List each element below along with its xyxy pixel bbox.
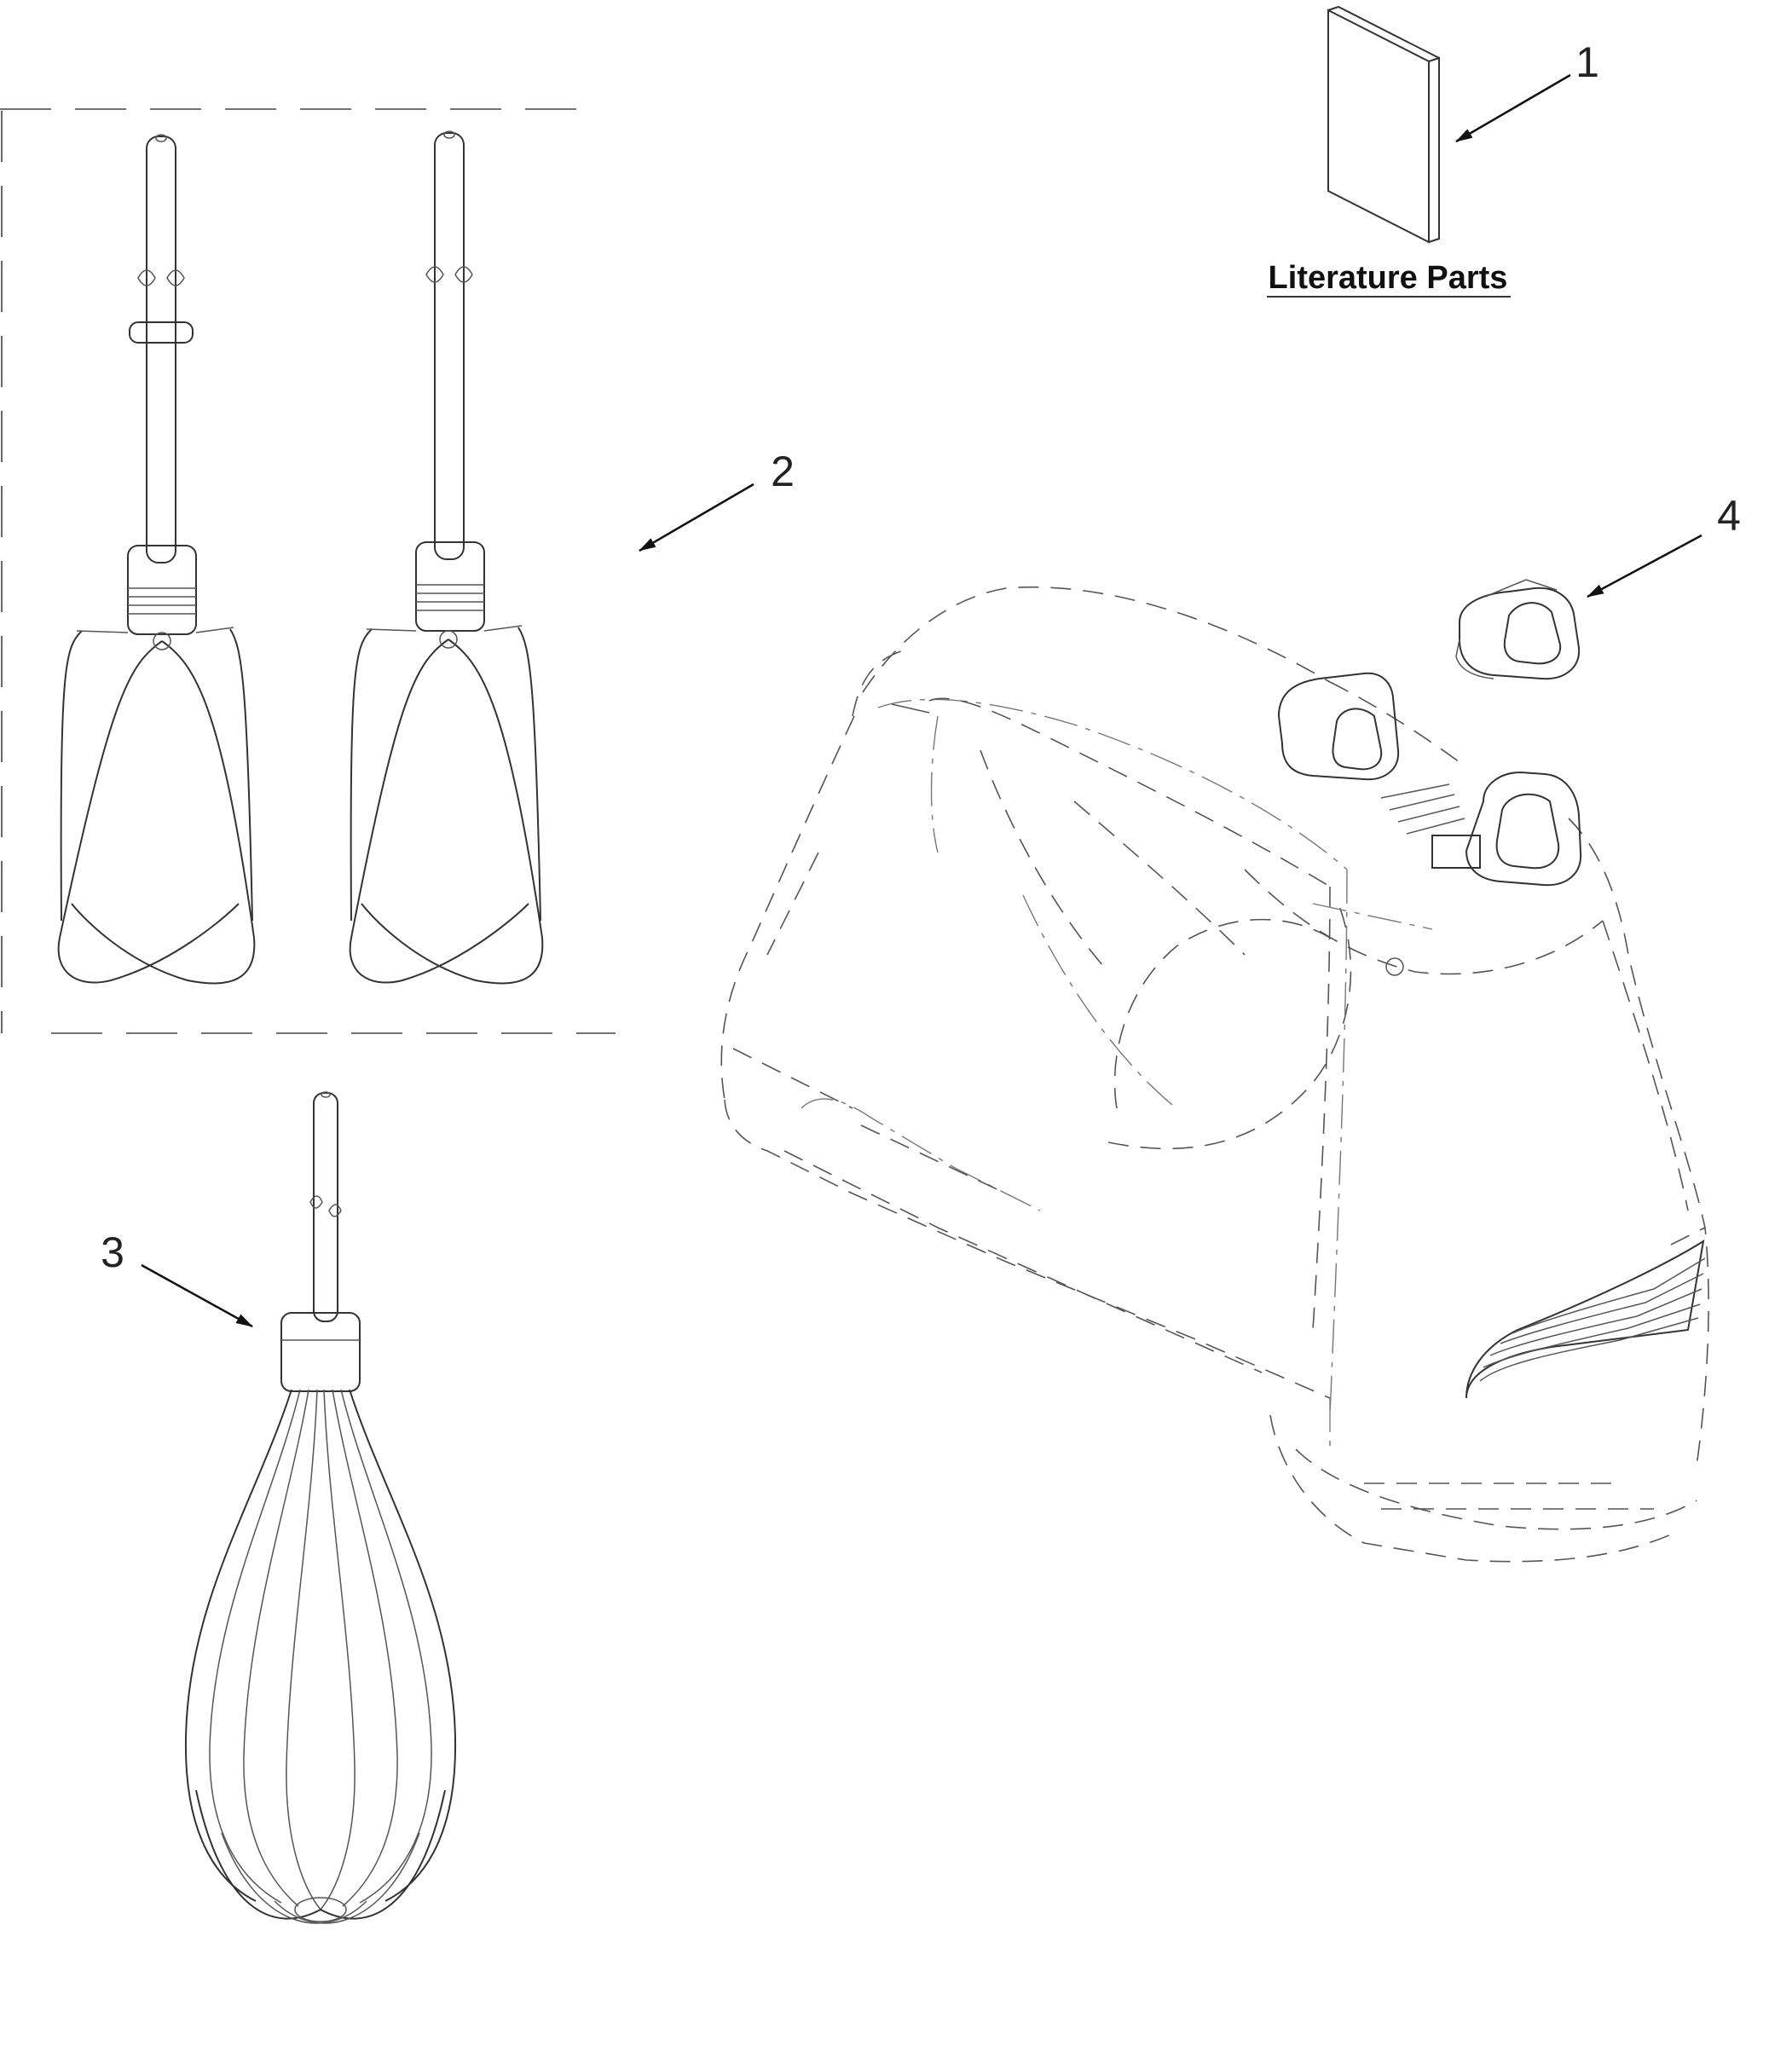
callout-3-number: 3 <box>101 1228 124 1276</box>
callout-1-arrow <box>1455 73 1571 143</box>
callout-2-arrow <box>639 483 754 552</box>
beater-left <box>57 134 256 985</box>
callout-2-number: 2 <box>771 448 795 495</box>
callout-3-arrow <box>141 1263 253 1328</box>
whisk <box>184 1091 457 1924</box>
callout-1-number: 1 <box>1575 38 1599 86</box>
callout-4-arrow <box>1587 534 1702 598</box>
literature-parts-label: Literature Parts <box>1269 260 1508 296</box>
literature-booklet <box>1327 5 1440 244</box>
button-cap <box>1455 579 1581 680</box>
mixer-body <box>720 586 1709 1563</box>
beaters-frame <box>0 108 616 1034</box>
callout-4-number: 4 <box>1717 492 1741 540</box>
beater-right <box>349 130 544 985</box>
